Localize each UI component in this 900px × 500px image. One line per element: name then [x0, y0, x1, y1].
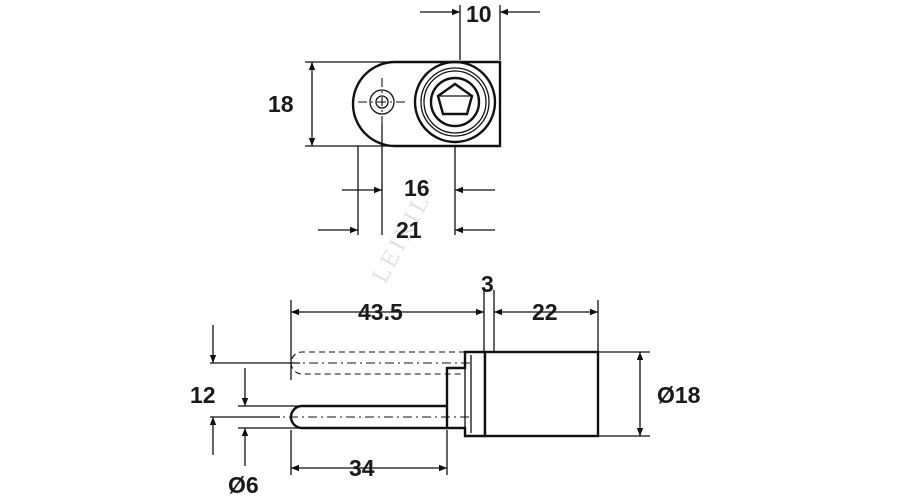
cylinder-housing	[483, 350, 600, 438]
dim-label-d6: Ø6	[228, 472, 259, 498]
dim-label-43-5: 43.5	[358, 299, 403, 325]
cylinder-ring-3	[423, 70, 487, 134]
hex-socket	[436, 82, 474, 116]
dim-label-3: 3	[481, 271, 494, 297]
dim-label-16: 16	[404, 175, 430, 201]
screw-hole-outer	[369, 89, 395, 115]
dim-label-22: 22	[532, 299, 558, 325]
cylinder-outer-ring	[413, 60, 497, 144]
dim-label-21: 21	[396, 217, 422, 243]
dim-label-18: 18	[268, 91, 294, 117]
cylinder-core	[429, 76, 481, 128]
dim-label-10: 10	[466, 1, 492, 27]
dim-label-d18: Ø18	[657, 382, 701, 408]
cylinder-ring-2	[420, 67, 490, 137]
dim-label-34: 34	[349, 455, 375, 481]
screw-hole-inner	[375, 95, 389, 109]
dim-label-12: 12	[190, 382, 216, 408]
side-view: 43.5 22 3 Ø18 12 Ø6 34	[190, 271, 701, 498]
collar	[445, 350, 487, 438]
top-view: 10 18 16 21	[268, 1, 540, 243]
